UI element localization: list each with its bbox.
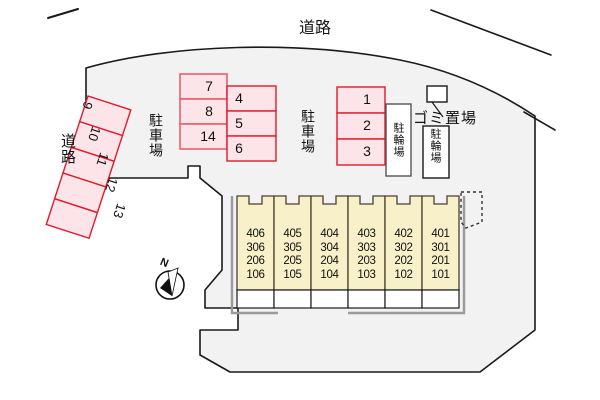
unit-number: 102 <box>394 268 413 281</box>
parking-group-right <box>336 86 386 166</box>
road-line-right <box>523 111 556 131</box>
trash-label: ゴミ置場 <box>413 110 478 127</box>
trash-enclosure-box <box>426 85 448 103</box>
road-label-left: 道路 <box>59 133 76 165</box>
unit-number: 203 <box>357 255 376 267</box>
unit-number: 302 <box>394 241 413 254</box>
road-label-top: 道路 <box>299 20 332 37</box>
unit-number: 201 <box>431 255 450 267</box>
stall-label-6: 6 <box>235 140 243 156</box>
bicycle-parking-label-2: 駐輪場 <box>429 128 441 164</box>
parking-group-left <box>45 95 132 240</box>
walkway-cell-2 <box>384 289 423 309</box>
parking-stall-4 <box>226 85 277 112</box>
stall-label-4: 4 <box>235 90 243 106</box>
unit-number: 401 <box>431 228 450 240</box>
stall-label-2: 2 <box>363 117 371 133</box>
unit-number: 105 <box>283 268 302 281</box>
unit-number: 106 <box>246 268 265 281</box>
trash-leader-line <box>431 101 444 118</box>
unit-numbers-col-2: 402 302 202 102 <box>385 228 422 282</box>
unit-number: 303 <box>357 241 376 254</box>
parking-stall-6 <box>226 135 277 162</box>
entrance-canopy-dashed <box>460 191 483 229</box>
unit-number: 103 <box>357 268 376 281</box>
walkway-cell-6 <box>236 289 275 309</box>
unit-number: 204 <box>320 255 339 267</box>
parking-stall-3 <box>336 138 386 166</box>
road-line-topright <box>430 9 552 56</box>
building-units <box>236 195 460 291</box>
unit-numbers-col-6: 406 306 206 106 <box>237 228 274 282</box>
unit-number: 101 <box>431 268 450 281</box>
unit-number: 406 <box>246 228 265 240</box>
unit-numbers-col-3: 403 303 203 103 <box>348 228 385 282</box>
building-shadow-edge-right <box>348 196 466 315</box>
stall-label-3: 3 <box>363 143 371 159</box>
parking-stall-13 <box>45 197 99 240</box>
unit-number: 402 <box>394 228 413 240</box>
stall-label-8: 8 <box>205 103 213 119</box>
unit-number: 304 <box>320 241 339 254</box>
walkway-cell-1 <box>421 289 460 309</box>
unit-numbers-col-1: 401 301 201 101 <box>422 228 459 282</box>
unit-numbers-col-5: 405 305 205 105 <box>274 228 311 282</box>
building-shadow-edge <box>230 196 278 315</box>
bicycle-parking-box-1 <box>385 103 412 177</box>
building-block <box>230 195 466 315</box>
bicycle-parking-label-1: 駐輪場 <box>392 122 404 158</box>
unit-number: 403 <box>357 228 376 240</box>
stall-label-1: 1 <box>363 91 371 107</box>
unit-number: 206 <box>246 255 265 267</box>
unit-number: 301 <box>431 241 450 254</box>
parking-stall-2 <box>336 112 386 140</box>
unit-number: 305 <box>283 241 302 254</box>
walkway-cell-3 <box>347 289 386 309</box>
parking-stall-5 <box>226 110 277 137</box>
unit-number: 405 <box>283 228 302 240</box>
unit-number: 104 <box>320 268 339 281</box>
unit-number: 306 <box>246 241 265 254</box>
parking-label-left: 駐車場 <box>148 113 164 158</box>
compass-needle-light <box>167 267 179 297</box>
parking-stall-1 <box>336 86 386 114</box>
unit-numbers-col-4: 404 304 204 104 <box>311 228 348 282</box>
walkway-cell-5 <box>273 289 312 309</box>
unit-number: 202 <box>394 255 413 267</box>
compass-rose <box>155 267 185 300</box>
unit-number: 205 <box>283 255 302 267</box>
stall-label-5: 5 <box>235 115 243 131</box>
unit-number: 404 <box>320 228 339 240</box>
walkway-cell-4 <box>310 289 349 309</box>
road-stub-topleft <box>47 8 79 19</box>
parking-group-center-outer <box>226 85 277 162</box>
stall-label-14: 14 <box>200 128 216 144</box>
bicycle-parking-box-2 <box>422 125 450 179</box>
parking-label-mid: 駐車場 <box>300 109 316 154</box>
building-walkway <box>236 289 460 309</box>
stall-label-7: 7 <box>205 78 213 94</box>
